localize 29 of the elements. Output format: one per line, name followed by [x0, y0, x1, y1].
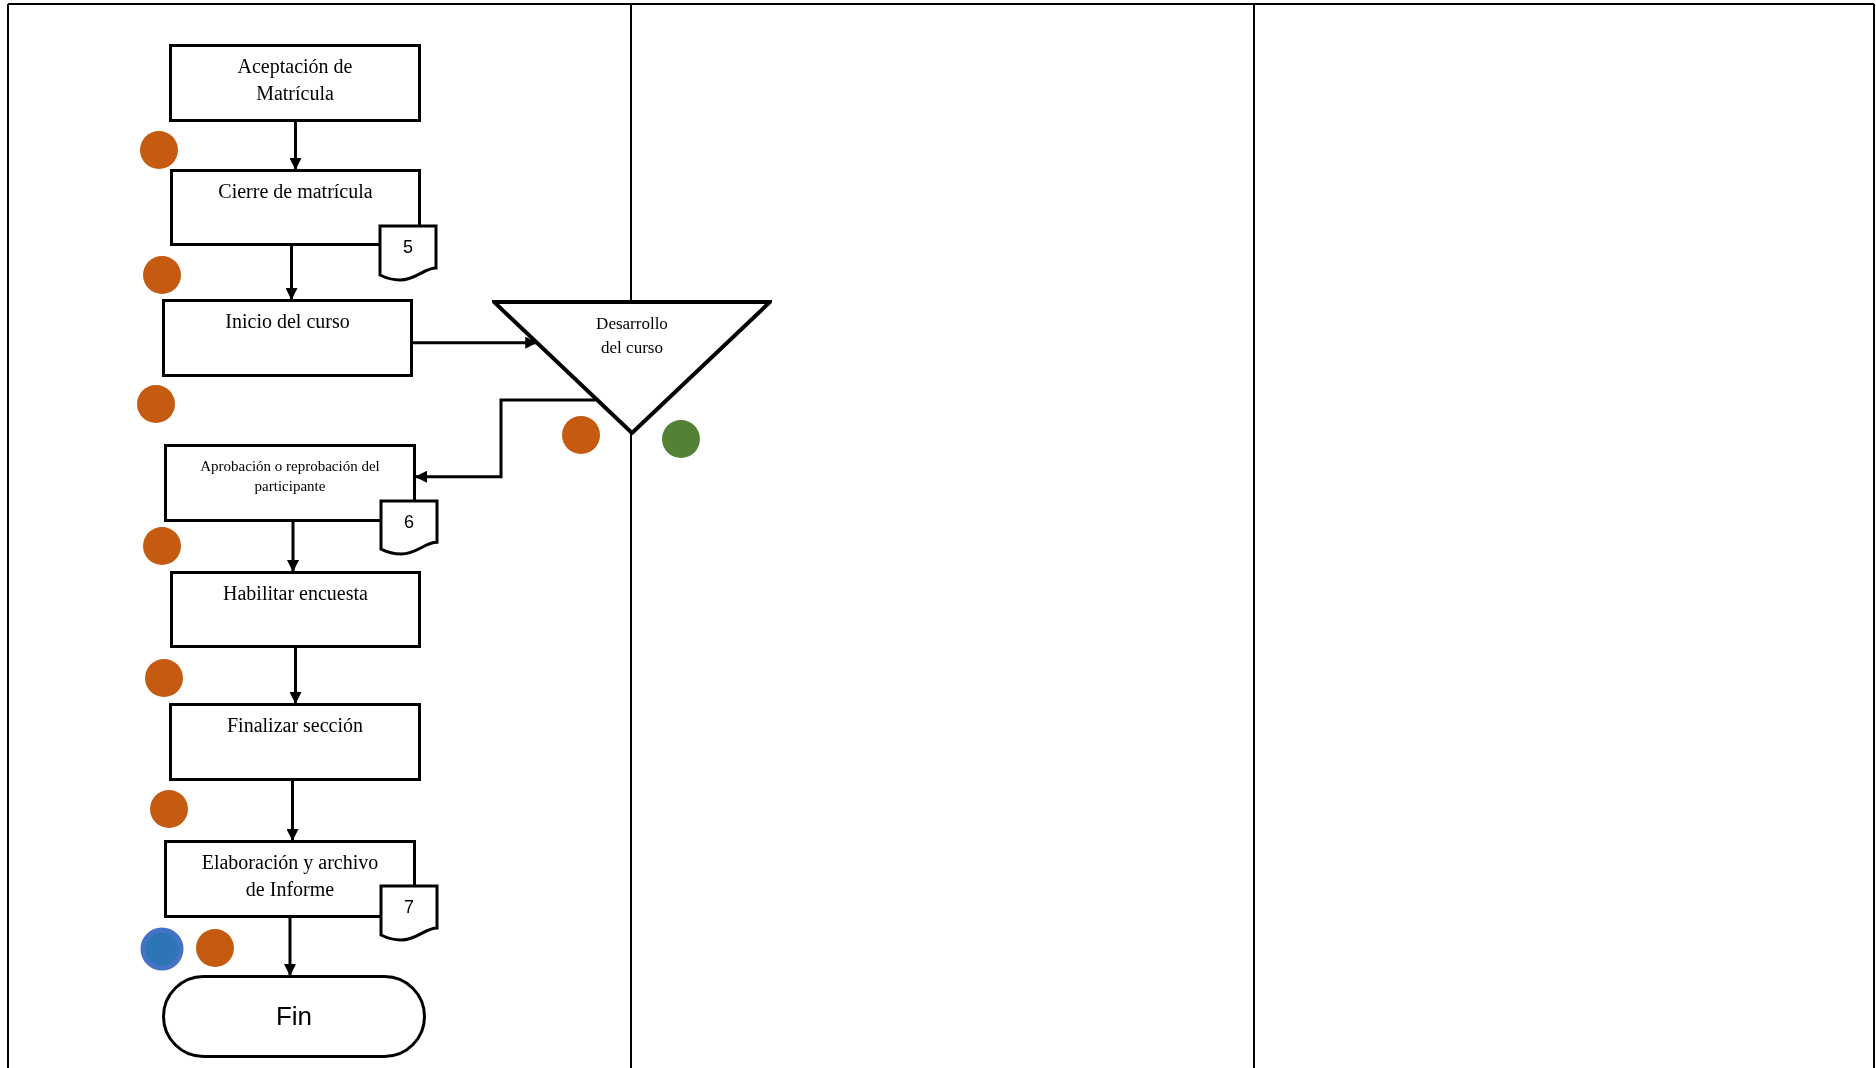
document-number: 7 — [403, 897, 415, 918]
process-label: Elaboración y archivo de Informe — [200, 850, 380, 902]
document-symbol — [378, 224, 438, 282]
arrow — [286, 781, 299, 841]
process-label: Aceptación de Matrícula — [236, 54, 354, 106]
arrow — [413, 336, 538, 349]
document-number: 6 — [403, 512, 415, 533]
document-number: 5 — [402, 237, 414, 258]
merge-triangle — [492, 300, 772, 435]
arrow — [415, 398, 596, 483]
arrow — [284, 918, 296, 976]
process-label: Cierre de matrícula — [217, 179, 374, 204]
document-symbol — [379, 499, 439, 556]
arrow — [289, 648, 302, 704]
document-symbol — [379, 884, 439, 942]
arrow — [285, 246, 298, 300]
process-box — [164, 840, 416, 918]
process-box — [169, 703, 421, 781]
process-label: Habilitar encuesta — [222, 581, 369, 606]
process-label: Aprobación o reprobación del participante — [199, 457, 381, 497]
process-box — [162, 299, 413, 377]
process-label: Finalizar sección — [225, 713, 365, 738]
process-box — [170, 571, 421, 648]
terminal-label: Fin — [275, 1001, 313, 1032]
process-box — [169, 44, 421, 122]
process-label: Inicio del curso — [224, 309, 351, 334]
arrow — [287, 522, 299, 572]
arrow — [289, 122, 302, 170]
merge-label: Desarrollo del curso — [595, 313, 669, 359]
